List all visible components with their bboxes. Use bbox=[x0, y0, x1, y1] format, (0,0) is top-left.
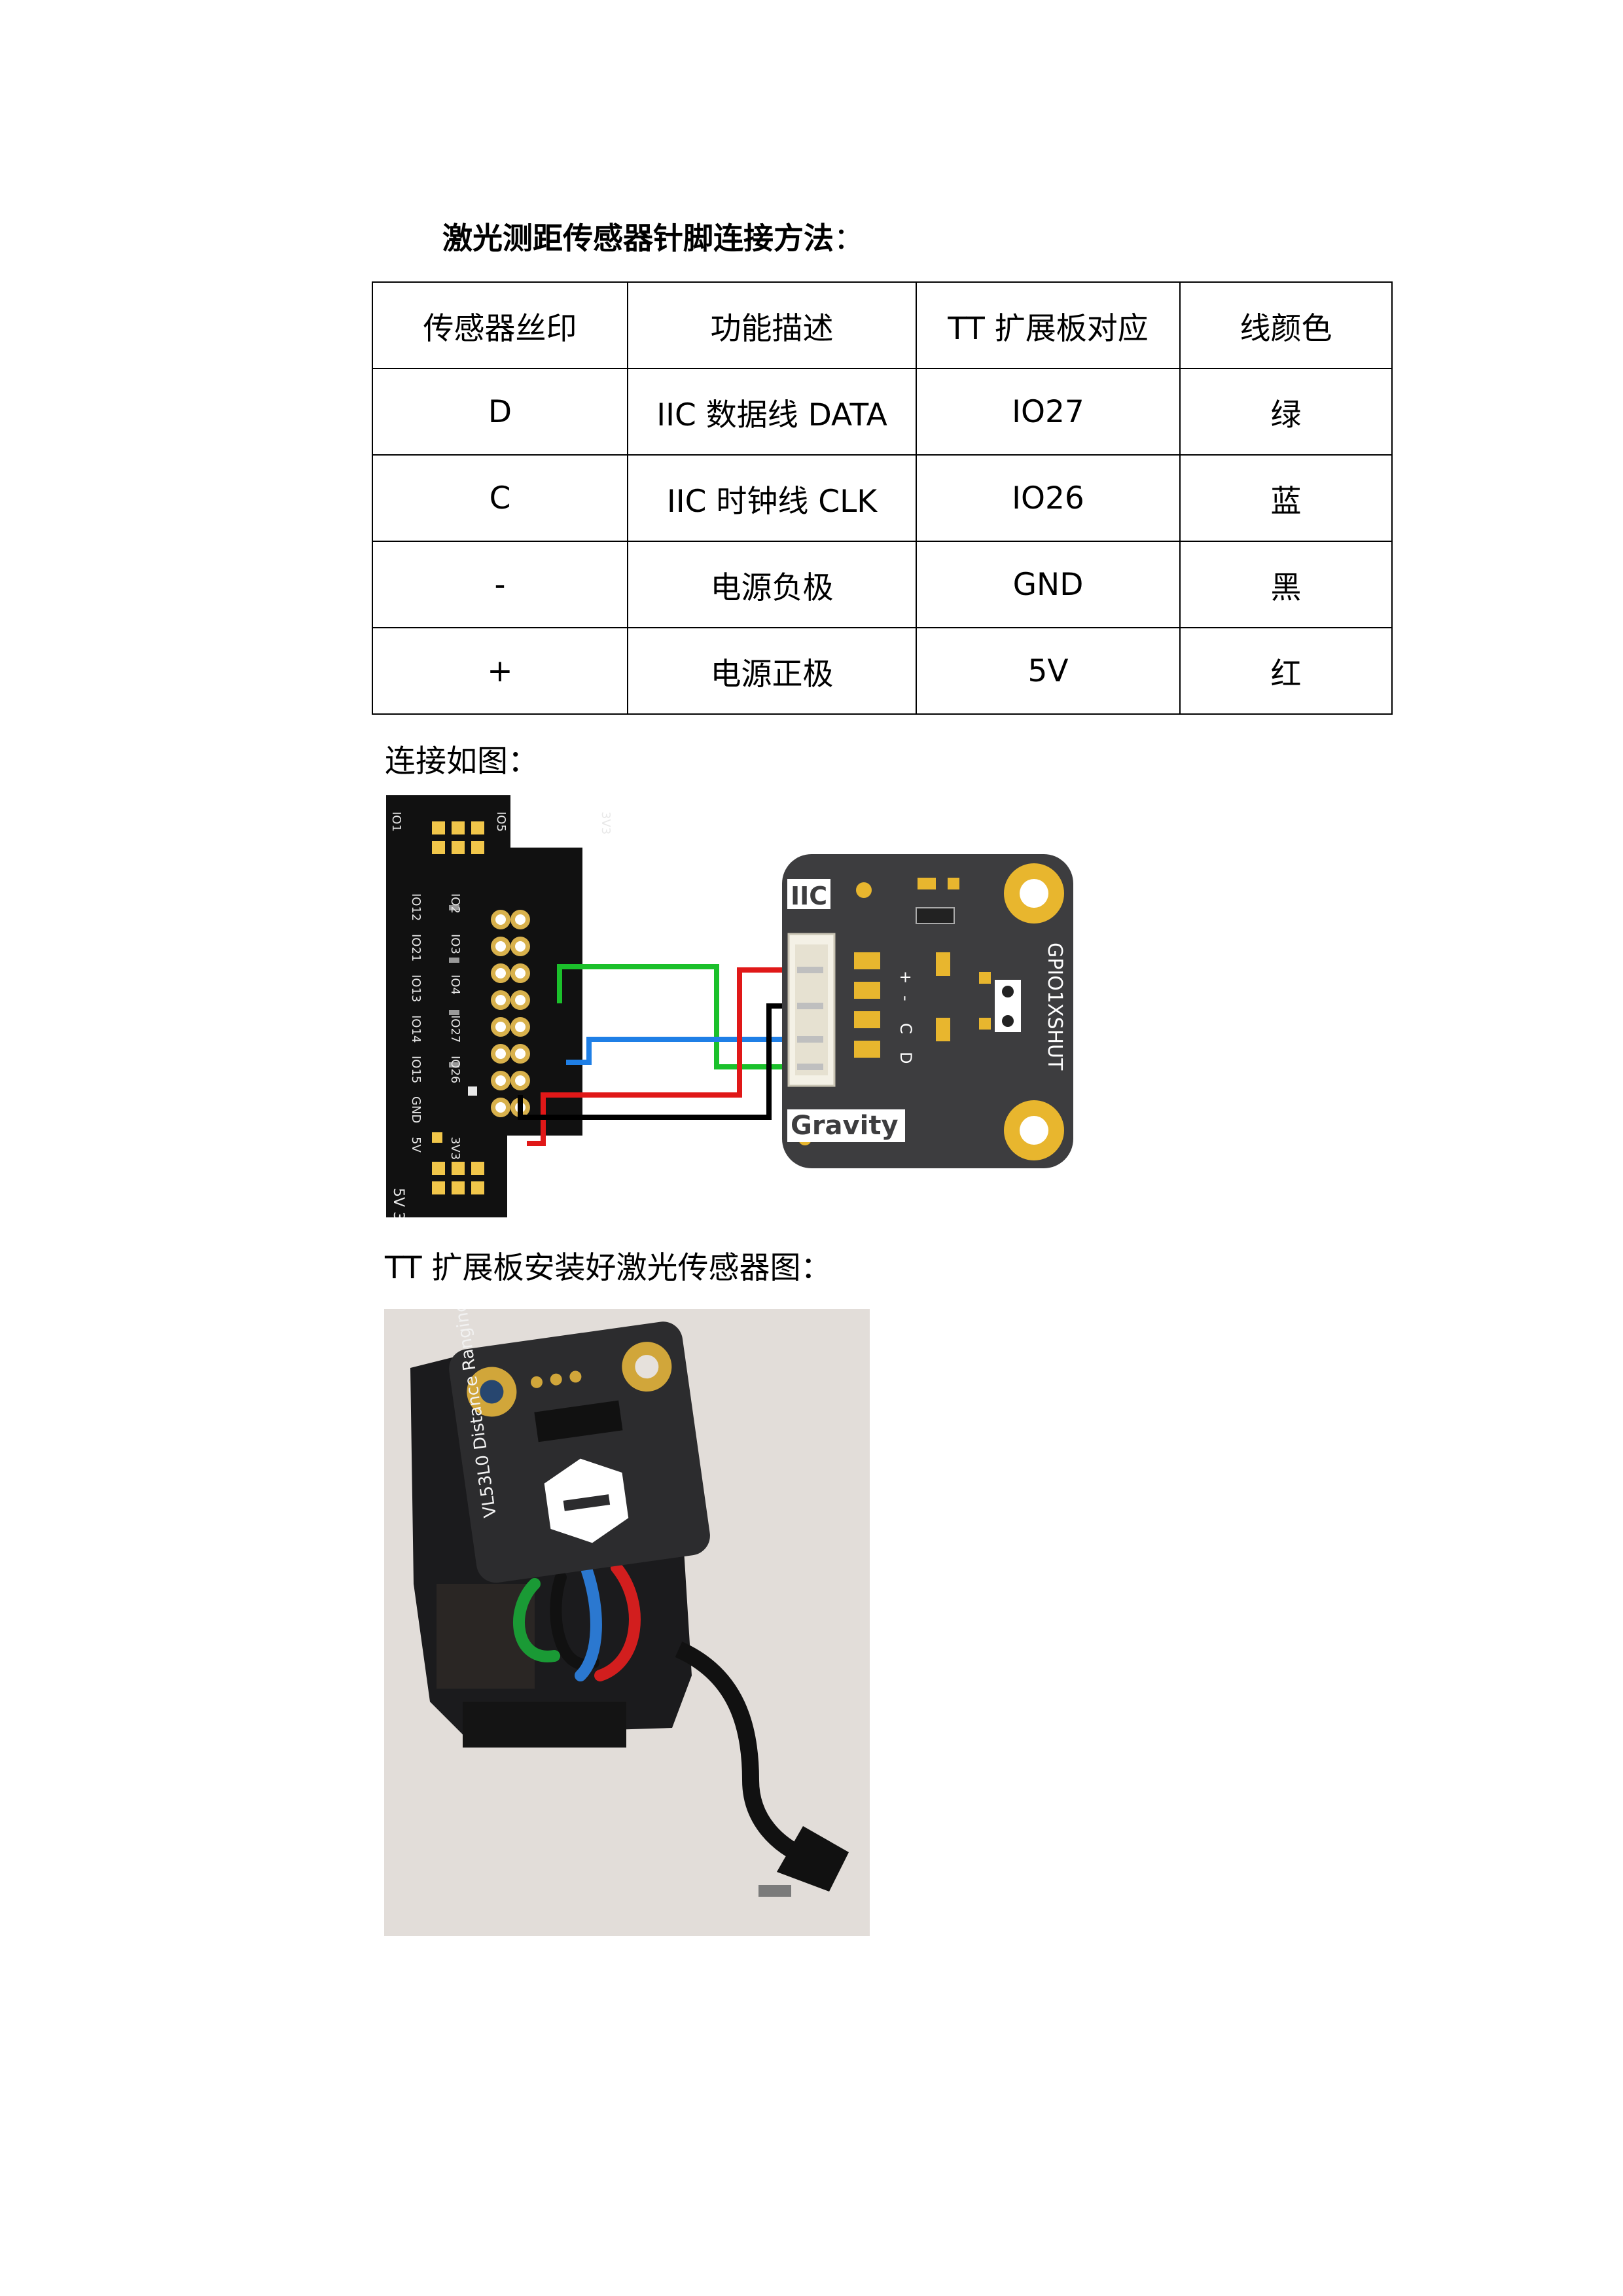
pin-label-left: IO15 bbox=[409, 1056, 423, 1083]
sensor-board: IIC Gravity GPIO1XSHUT + - C D bbox=[782, 854, 1073, 1168]
header-pin bbox=[510, 990, 530, 1010]
table-cell: 电源正极 bbox=[627, 627, 917, 715]
connection-caption: 连接如图： bbox=[385, 744, 539, 780]
page-title: 激光测距传感器针脚连接方法： bbox=[442, 215, 864, 258]
title-text: 激光测距传感器针脚连接方法 bbox=[442, 221, 834, 256]
pin-label-d: D bbox=[897, 1052, 915, 1064]
table-cell: - bbox=[372, 541, 628, 628]
installed-sensor-photo: VL53L0 Distance Ranging Sensor V1.0 bbox=[384, 1309, 870, 1936]
usb-cable bbox=[675, 1641, 813, 1867]
green-wire bbox=[557, 964, 795, 1069]
table-cell: C bbox=[372, 454, 628, 542]
table-cell: + bbox=[372, 627, 628, 715]
table-cell: D bbox=[372, 368, 628, 456]
installed-caption: TT 扩展板安装好激光传感器图： bbox=[385, 1250, 832, 1286]
table-cell: IO26 bbox=[916, 454, 1181, 542]
title-colon: ： bbox=[834, 221, 864, 256]
pin-label-right: IO4 bbox=[448, 975, 462, 995]
header-pin bbox=[491, 963, 510, 983]
pin-label-left: IO13 bbox=[409, 975, 423, 1002]
header-cell: 传感器丝印 bbox=[372, 281, 628, 369]
header-pin bbox=[510, 1044, 530, 1064]
table-row: + 电源正极 5V 红 bbox=[372, 627, 1393, 715]
header-pin bbox=[491, 990, 510, 1010]
pin-label-left: 5V bbox=[409, 1137, 423, 1153]
wires bbox=[518, 964, 795, 1146]
header-pin bbox=[510, 910, 530, 929]
header-cell: 功能描述 bbox=[627, 281, 917, 369]
table-cell: 红 bbox=[1179, 627, 1393, 715]
table-cell: IIC 数据线 DATA bbox=[627, 368, 917, 456]
table-cell: IIC 时钟线 CLK bbox=[627, 454, 917, 542]
header-pin bbox=[510, 937, 530, 956]
red-wire bbox=[527, 967, 795, 1146]
pin-label-right: IO26 bbox=[448, 1056, 462, 1083]
iic-label: IIC bbox=[791, 882, 827, 910]
top-label: IO5 bbox=[494, 812, 508, 832]
expansion-board: IO12IO21IO13IO14IO15GND5VIO2IO3IO4IO27IO… bbox=[386, 795, 613, 1217]
pin-label-left: IO12 bbox=[409, 893, 423, 921]
header-pin bbox=[491, 1098, 510, 1117]
top-label: IO1 bbox=[389, 812, 403, 832]
table-cell: 蓝 bbox=[1179, 454, 1393, 542]
header-pin bbox=[491, 1071, 510, 1090]
table-row: C IIC 时钟线 CLK IO26 蓝 bbox=[372, 454, 1393, 542]
wiring-diagram: IO12IO21IO13IO14IO15GND5VIO2IO3IO4IO27IO… bbox=[386, 795, 1073, 1217]
gravity-label: Gravity bbox=[791, 1111, 899, 1141]
pin-label-plus: + bbox=[897, 971, 915, 984]
header-pin bbox=[510, 1017, 530, 1037]
header-pin bbox=[491, 1017, 510, 1037]
pin-label-right: IO2 bbox=[448, 893, 462, 914]
header-pin bbox=[491, 937, 510, 956]
pin-label-left: IO14 bbox=[409, 1015, 423, 1043]
header-cell: TT 扩展板对应 bbox=[916, 281, 1181, 369]
side-label: GPIO1XSHUT bbox=[1043, 942, 1066, 1071]
header-pin-grid bbox=[491, 910, 530, 1117]
header-pin bbox=[491, 910, 510, 929]
pin-connection-table: 传感器丝印 功能描述 TT 扩展板对应 线颜色 D IIC 数据线 DATA I… bbox=[372, 281, 1393, 715]
top-label: 3V3 bbox=[599, 812, 613, 834]
black-wire bbox=[518, 1003, 795, 1120]
header-pin bbox=[510, 1071, 530, 1090]
table-cell: 电源负极 bbox=[627, 541, 917, 628]
table-cell: 5V bbox=[916, 627, 1181, 715]
table-cell: 黑 bbox=[1179, 541, 1393, 628]
bottom-label: 5V 3V3 bbox=[390, 1188, 406, 1217]
pin-label-minus: - bbox=[897, 996, 915, 1001]
expansion-board-labels: IO12IO21IO13IO14IO15GND5VIO2IO3IO4IO27IO… bbox=[389, 812, 613, 1160]
header-pin bbox=[491, 1044, 510, 1064]
blue-wire bbox=[566, 1037, 795, 1065]
table-cell: GND bbox=[916, 541, 1181, 628]
table-row: - 电源负极 GND 黑 bbox=[372, 541, 1393, 628]
header-pin bbox=[510, 963, 530, 983]
pin-label-c: C bbox=[897, 1023, 915, 1034]
table-cell: IO27 bbox=[916, 368, 1181, 456]
table-row: D IIC 数据线 DATA IO27 绿 bbox=[372, 368, 1393, 456]
pin-label-right: IO27 bbox=[448, 1015, 462, 1043]
pin-label-left: GND bbox=[409, 1096, 423, 1123]
header-cell: 线颜色 bbox=[1179, 281, 1393, 369]
photo-wires bbox=[513, 1562, 641, 1681]
table-header-row: 传感器丝印 功能描述 TT 扩展板对应 线颜色 bbox=[372, 281, 1393, 369]
table-cell: 绿 bbox=[1179, 368, 1393, 456]
pin-label-right: IO3 bbox=[448, 934, 462, 954]
pin-label-right: 3V3 bbox=[448, 1137, 462, 1160]
pin-label-left: IO21 bbox=[409, 934, 423, 961]
